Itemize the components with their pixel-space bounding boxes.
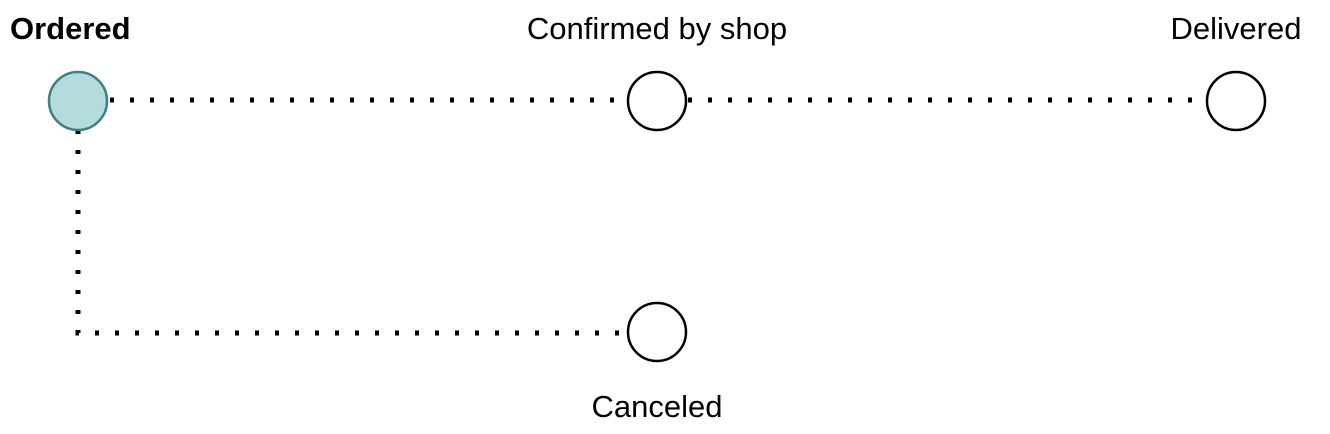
- step-label-confirmed: Confirmed by shop: [527, 11, 787, 46]
- connector-ordered-to-canceled: [75, 130, 628, 336]
- step-node-ordered: [47, 70, 109, 132]
- step-node-confirmed: [626, 70, 688, 132]
- step-node-canceled: [626, 301, 688, 363]
- step-node-delivered: [1205, 70, 1267, 132]
- step-label-delivered: Delivered: [1171, 11, 1302, 46]
- step-label-canceled: Canceled: [592, 389, 723, 424]
- step-label-ordered: Ordered: [10, 11, 131, 46]
